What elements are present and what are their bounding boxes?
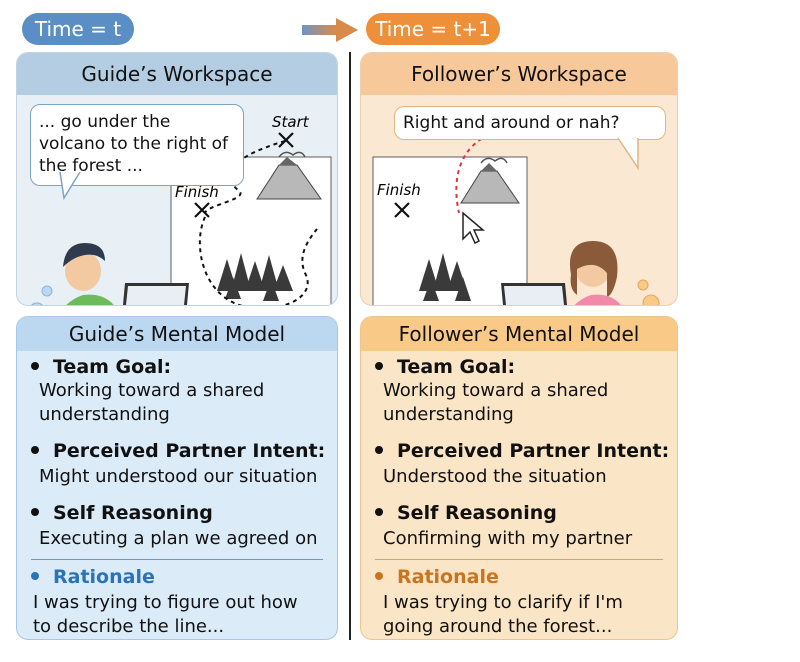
finish-x-icon (194, 202, 210, 218)
bullet-icon (31, 445, 39, 454)
follower-speech-text: Right and around or nah? (403, 113, 620, 133)
map-label-finish: Finish (175, 183, 219, 201)
thought-bubble-icon (41, 285, 53, 297)
cursor-icon (462, 211, 486, 245)
partner-intent-heading: Perceived Partner Intent: (375, 439, 669, 463)
partner-intent-text: Understood the situation (383, 466, 607, 487)
rationale-heading: Rationale (375, 565, 499, 589)
team-goal-text: Working toward a shared understanding (39, 380, 265, 425)
time-t-plus-1-label: Time = t+1 (366, 13, 500, 45)
guide-mental-model-title: Guide’s Mental Model (17, 317, 337, 351)
map-label-start: Start (272, 113, 310, 131)
section-divider (375, 559, 663, 560)
team-goal-text: Working toward a shared understanding (383, 380, 609, 425)
forest-icon (419, 253, 471, 301)
time-arrow-icon (302, 18, 358, 42)
thought-bubble-icon (30, 302, 44, 305)
self-reasoning-heading: Self Reasoning (31, 501, 213, 525)
bullet-icon (375, 571, 383, 580)
start-x-icon (278, 132, 294, 148)
team-goal-heading: Team Goal: (375, 355, 515, 379)
follower-laptop-icon (501, 283, 567, 305)
partner-intent-text: Might understood our situation (39, 466, 318, 487)
team-goal-heading: Team Goal: (31, 355, 171, 379)
follower-mental-model-panel: Follower’s Mental Model Team Goal: Worki… (360, 316, 678, 640)
rationale-text: I was trying to clarify if I'm going aro… (383, 592, 623, 637)
follower-workspace-title: Follower’s Workspace (361, 53, 677, 95)
bullet-icon (31, 361, 39, 370)
center-divider (349, 52, 351, 640)
guide-speech-bubble: ... go under the volcano to the right of… (30, 104, 244, 186)
finish-x-icon (394, 202, 410, 218)
volcano-icon (256, 151, 322, 200)
self-reasoning-heading: Self Reasoning (375, 501, 557, 525)
bullet-icon (375, 507, 383, 516)
bullet-icon (375, 361, 383, 370)
bullet-icon (31, 571, 39, 580)
follower-workspace-panel: Follower’s Workspace Finish (360, 52, 678, 306)
rationale-text: I was trying to figure out how to descri… (33, 592, 298, 637)
self-reasoning-text: Executing a plan we agreed on (39, 528, 318, 549)
rationale-heading: Rationale (31, 565, 155, 589)
thought-bubble-icon (642, 294, 660, 305)
section-divider (31, 559, 323, 560)
guide-workspace-title: Guide’s Workspace (17, 53, 337, 95)
volcano-icon (460, 157, 520, 204)
map-label-finish: Finish (377, 181, 421, 199)
guide-scene-illustration: Start Finish (30, 113, 332, 305)
bullet-icon (375, 445, 383, 454)
guide-mental-model-panel: Guide’s Mental Model Team Goal: Working … (16, 316, 338, 640)
partner-intent-heading: Perceived Partner Intent: (31, 439, 325, 463)
guide-person-icon (63, 243, 114, 305)
guide-laptop-icon (123, 283, 189, 305)
guide-route-line (198, 140, 318, 305)
guide-workspace-panel: Guide’s Workspace Start Finish (16, 52, 338, 306)
thought-bubble-icon (637, 279, 649, 291)
guide-speech-text: ... go under the volcano to the right of… (39, 112, 229, 176)
follower-speech-tail-icon (617, 138, 639, 170)
follower-person-icon (569, 241, 621, 305)
follower-mental-model-title: Follower’s Mental Model (361, 317, 677, 351)
bullet-icon (31, 507, 39, 516)
follower-scene-illustration: Finish (372, 134, 660, 305)
guide-speech-tail-icon (59, 172, 81, 200)
time-t-label: Time = t (22, 13, 134, 45)
self-reasoning-text: Confirming with my partner (383, 528, 633, 549)
forest-icon (217, 253, 293, 301)
follower-speech-bubble: Right and around or nah? (394, 106, 666, 140)
